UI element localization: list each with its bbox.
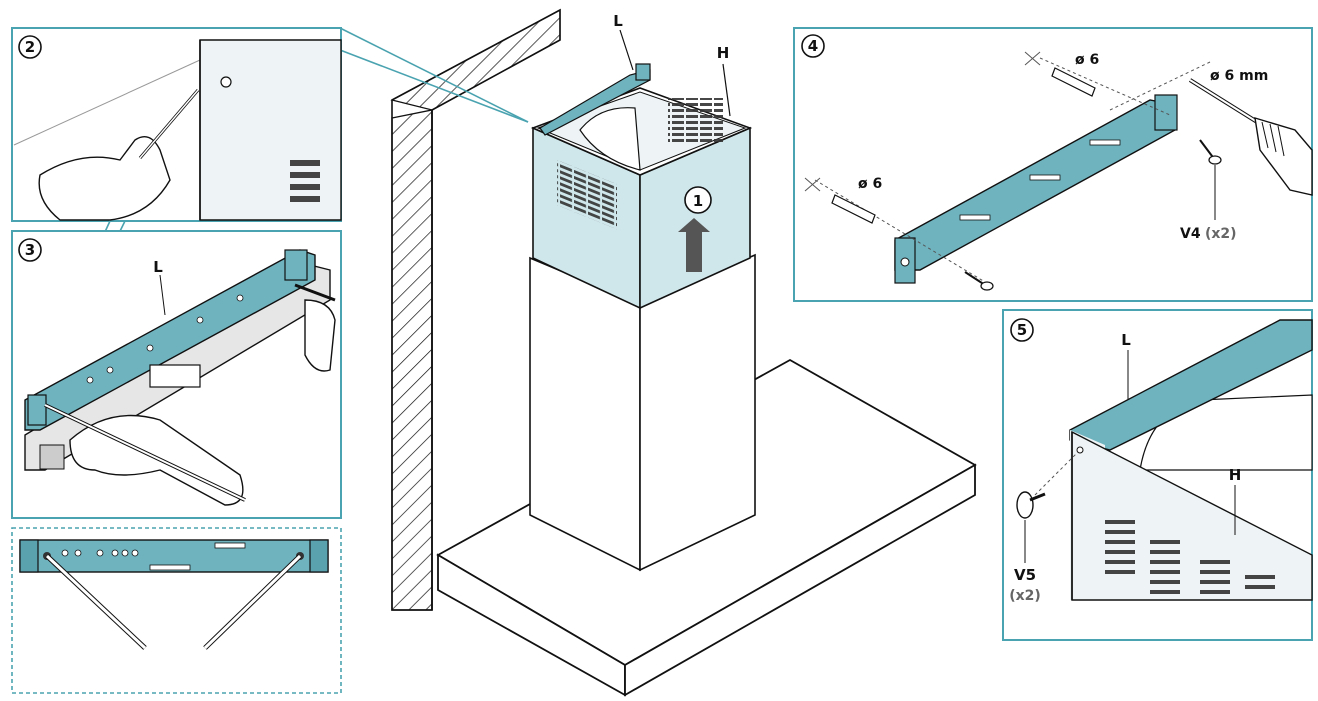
bracket-top — [539, 63, 651, 136]
step-1-number: 1 — [693, 192, 703, 210]
chimney-lower — [529, 253, 756, 572]
label-L-panel3: L — [153, 258, 163, 276]
step-5-number: 5 — [1017, 321, 1027, 339]
step-1-marker: 1 — [684, 186, 712, 214]
detail-panel — [11, 527, 342, 694]
drill-size-label: ø 6 mm — [1210, 68, 1268, 84]
wall-plug-left — [804, 177, 876, 224]
step-3-number: 3 — [25, 241, 35, 259]
drill-icon — [1188, 78, 1313, 196]
label-L-panel5: L — [1121, 331, 1131, 349]
screw-v5-label: V5 — [1014, 566, 1036, 584]
step-2-number: 2 — [25, 38, 35, 56]
screw-v4-label: V4 — [1180, 226, 1201, 242]
callout-wedge — [339, 27, 529, 123]
screw-icon — [964, 139, 1222, 291]
thumb-screw-icon — [1016, 491, 1046, 519]
wall — [390, 8, 561, 611]
label-H-center: H — [717, 44, 730, 62]
arrow-up-icon — [678, 218, 710, 272]
screw-v5-qty: (x2) — [1009, 588, 1041, 604]
screw-v4-qty: (x2) — [1205, 226, 1237, 242]
label-L-center: L — [613, 12, 623, 30]
panel-4: ø 6 ø 6 ø 6 mm V4 (x2) 4 — [793, 27, 1313, 302]
plug-top-label: ø 6 — [1075, 52, 1099, 68]
panel-5: L H V5 (x2) 5 — [1002, 309, 1313, 641]
panel-3: L 3 — [11, 230, 342, 519]
label-H-panel5: H — [1229, 466, 1242, 484]
plug-left-label: ø 6 — [858, 176, 882, 192]
panel-2: 2 — [11, 27, 342, 222]
step-4-number: 4 — [808, 37, 818, 55]
wall-plug-top — [1024, 51, 1096, 97]
